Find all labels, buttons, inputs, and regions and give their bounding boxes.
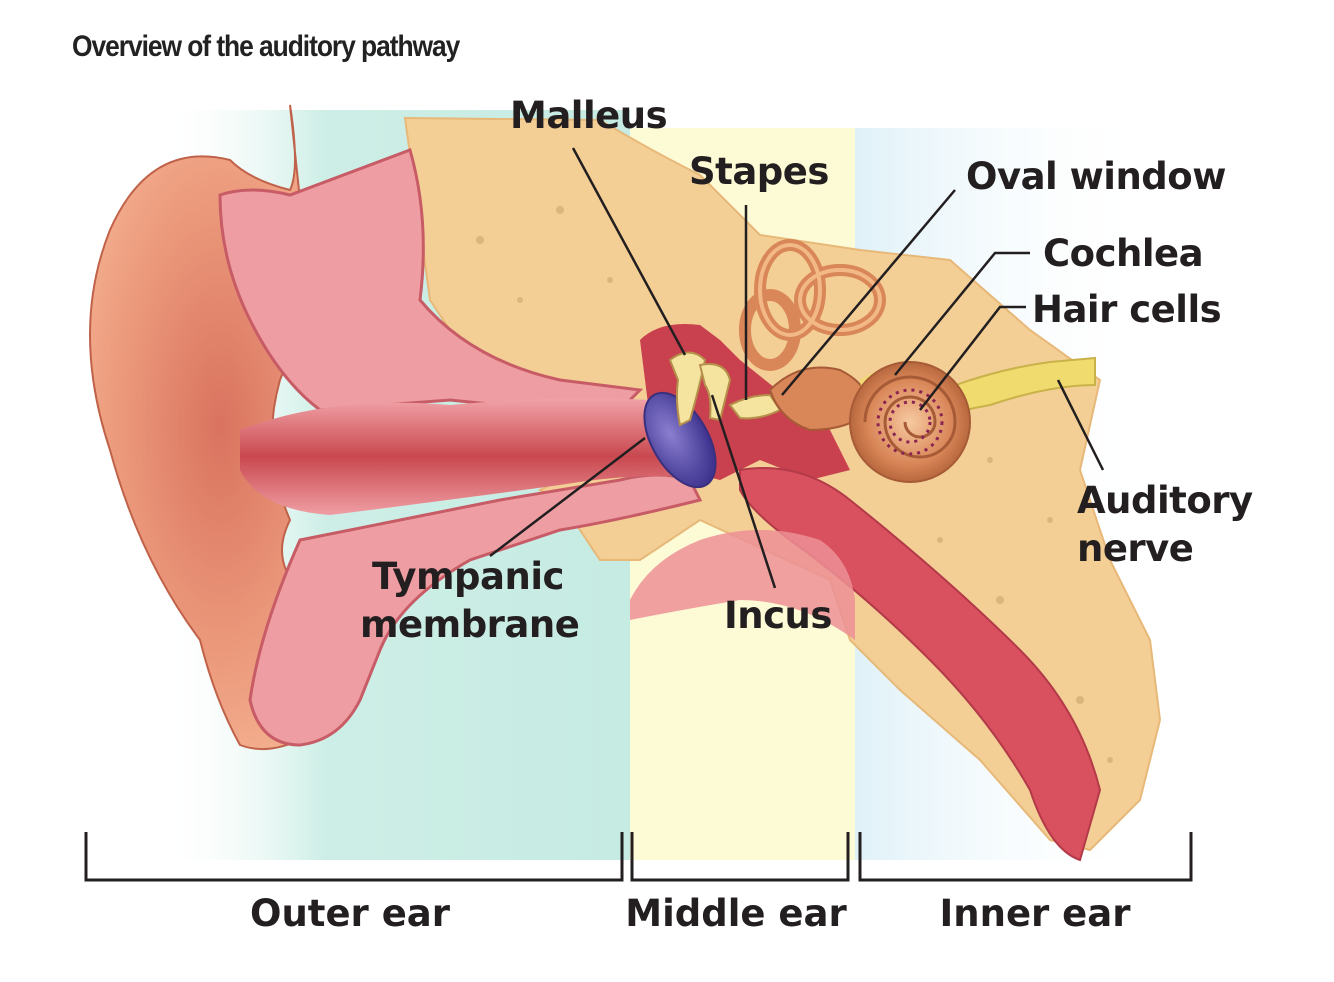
stapes-label: Stapes	[689, 148, 829, 196]
tympanic-membrane-label-line2: membrane	[360, 601, 579, 649]
cochlea	[850, 362, 970, 482]
hair-cells-label: Hair cells	[1032, 286, 1221, 334]
tympanic-membrane-label-line1: Tympanic	[372, 553, 564, 601]
auditory-nerve-label-line2: nerve	[1077, 525, 1193, 573]
oval-window-label: Oval window	[966, 153, 1226, 201]
outer-ear-label: Outer ear	[225, 892, 475, 935]
incus-label: Incus	[724, 592, 832, 640]
page-title: Overview of the auditory pathway	[72, 30, 459, 64]
middle-ear-label: Middle ear	[620, 892, 852, 935]
auditory-nerve-label-line1: Auditory	[1077, 477, 1253, 525]
cochlea-label: Cochlea	[1043, 230, 1203, 278]
inner-ear-label: Inner ear	[915, 892, 1155, 935]
malleus-label: Malleus	[510, 92, 667, 140]
